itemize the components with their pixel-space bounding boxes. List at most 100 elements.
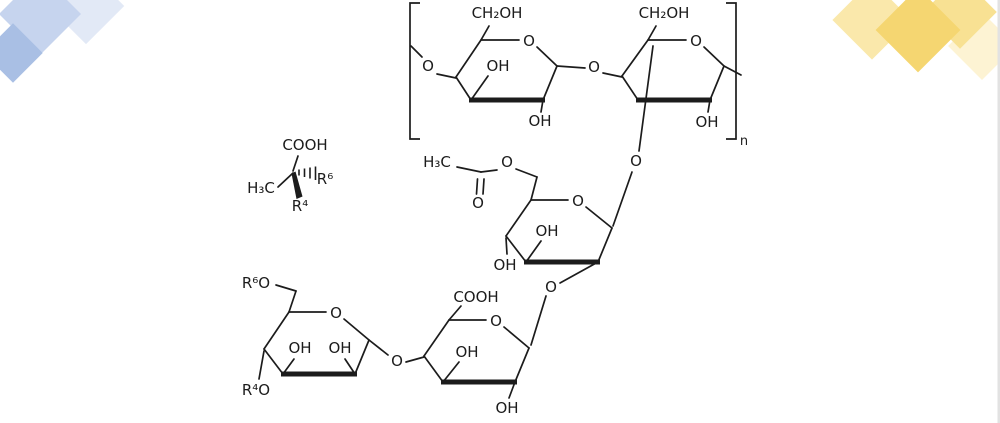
hydroxyl-label: OH xyxy=(288,339,311,357)
bond xyxy=(602,72,623,78)
bond xyxy=(354,339,370,375)
bond xyxy=(423,355,444,383)
bond xyxy=(263,348,284,375)
bond xyxy=(455,39,482,78)
ring-oxygen-label: O xyxy=(330,304,342,322)
decor-diamonds-top-right xyxy=(832,0,1000,80)
bond xyxy=(282,358,295,375)
decor-diamonds-top-left xyxy=(0,0,125,83)
bond xyxy=(597,227,613,263)
bond xyxy=(480,169,498,173)
bond xyxy=(525,240,542,263)
r4-label: R⁴ xyxy=(292,197,308,215)
linkage-terminal-glucuronate: O xyxy=(368,339,425,370)
bond xyxy=(508,381,516,399)
glycosidic-oxygen-label: O xyxy=(545,278,557,296)
ring-oxygen-label: O xyxy=(490,312,502,330)
bond xyxy=(707,99,711,113)
carbonyl-oxygen-label: O xyxy=(472,194,484,212)
repeat-n-label: n xyxy=(740,134,748,149)
hydroxyl-label: OH xyxy=(455,343,478,361)
bond xyxy=(405,356,425,363)
bond xyxy=(368,339,389,356)
window-right-edge xyxy=(997,0,1000,423)
bond xyxy=(723,65,742,76)
bond xyxy=(288,290,297,313)
ring-oxygen-label: O xyxy=(690,32,702,50)
bond xyxy=(292,155,299,172)
bond xyxy=(505,199,532,237)
bond xyxy=(423,319,450,357)
hydroxyl-label: OH xyxy=(535,222,558,240)
bond xyxy=(456,166,482,173)
bond xyxy=(505,237,508,255)
bond xyxy=(470,75,489,101)
glucuronate-ring: O COOH OH OH xyxy=(423,288,530,417)
hydroxyl-label: OH xyxy=(528,112,551,130)
acetyl-mannose-ring: O OH OH xyxy=(493,192,613,274)
glycosidic-oxygen-label: O xyxy=(630,152,642,170)
bond xyxy=(542,65,558,101)
bond xyxy=(275,284,297,292)
r6-label: R⁶ xyxy=(317,170,333,188)
methyl-label: H₃C xyxy=(423,153,451,171)
terminal-mannose-ring: O R⁶O OH OH R⁴O xyxy=(242,274,370,399)
hydroxyl-label: OH xyxy=(493,256,516,274)
bond xyxy=(344,358,356,375)
r6o-substituent-label: R⁶O xyxy=(242,274,270,292)
bond xyxy=(530,295,547,346)
bond xyxy=(621,75,639,101)
bond xyxy=(455,76,472,101)
glycosidic-oxygen-label: O xyxy=(391,352,403,370)
linkage-mannose-glucuronate: O xyxy=(530,261,599,346)
bond xyxy=(703,46,725,67)
repeat-bracket-right: n xyxy=(726,2,748,149)
hydroxyl-label: OH xyxy=(486,57,509,75)
bond xyxy=(536,46,558,67)
bond xyxy=(647,25,657,41)
double-bond-line xyxy=(482,178,485,195)
bond xyxy=(709,65,725,101)
double-bond-line xyxy=(475,178,479,195)
bond xyxy=(515,168,538,178)
bond-long xyxy=(638,45,654,152)
glycosidic-oxygen-label: O xyxy=(422,57,434,75)
left-bracket xyxy=(409,2,420,140)
bond xyxy=(448,305,462,321)
backbone-ring-right: O CH₂OH OH xyxy=(602,4,742,131)
bond xyxy=(343,318,370,341)
solid-wedge xyxy=(291,171,303,199)
bond xyxy=(621,39,649,77)
sidechain-linkage-top: O xyxy=(612,45,654,227)
bond xyxy=(540,99,544,113)
bond xyxy=(263,311,290,350)
r4o-substituent-label: R⁴O xyxy=(242,381,270,399)
bond xyxy=(556,65,586,69)
methyl-label: H₃C xyxy=(247,179,275,197)
yellow-diamond-strong xyxy=(875,0,961,73)
carboxyl-label: COOH xyxy=(453,288,498,306)
repeat-bracket-left xyxy=(409,2,420,140)
bond xyxy=(514,347,530,383)
bond xyxy=(530,176,538,201)
hydroxyl-label: OH xyxy=(328,339,351,357)
ring-oxygen-label: O xyxy=(572,192,584,210)
bond xyxy=(585,206,613,229)
hydroxymethyl-label: CH₂OH xyxy=(639,4,690,22)
bond xyxy=(442,361,460,383)
pyruvate-fragment: COOH H₃C R⁶ R⁴ xyxy=(247,136,333,215)
bond xyxy=(612,171,633,227)
bond xyxy=(503,326,530,349)
ester-oxygen-label: O xyxy=(501,153,513,171)
backbone-ring-left: O O CH₂OH OH OH O xyxy=(410,4,600,130)
acetyl-group: H₃C O O xyxy=(423,153,538,212)
carboxyl-label: COOH xyxy=(282,136,327,154)
ring-oxygen-label: O xyxy=(523,32,535,50)
bond xyxy=(436,73,457,79)
bond xyxy=(277,172,294,188)
hydroxyl-label: OH xyxy=(495,399,518,417)
bond xyxy=(480,25,490,41)
hydroxymethyl-label: CH₂OH xyxy=(472,4,523,22)
right-bracket xyxy=(726,2,737,140)
